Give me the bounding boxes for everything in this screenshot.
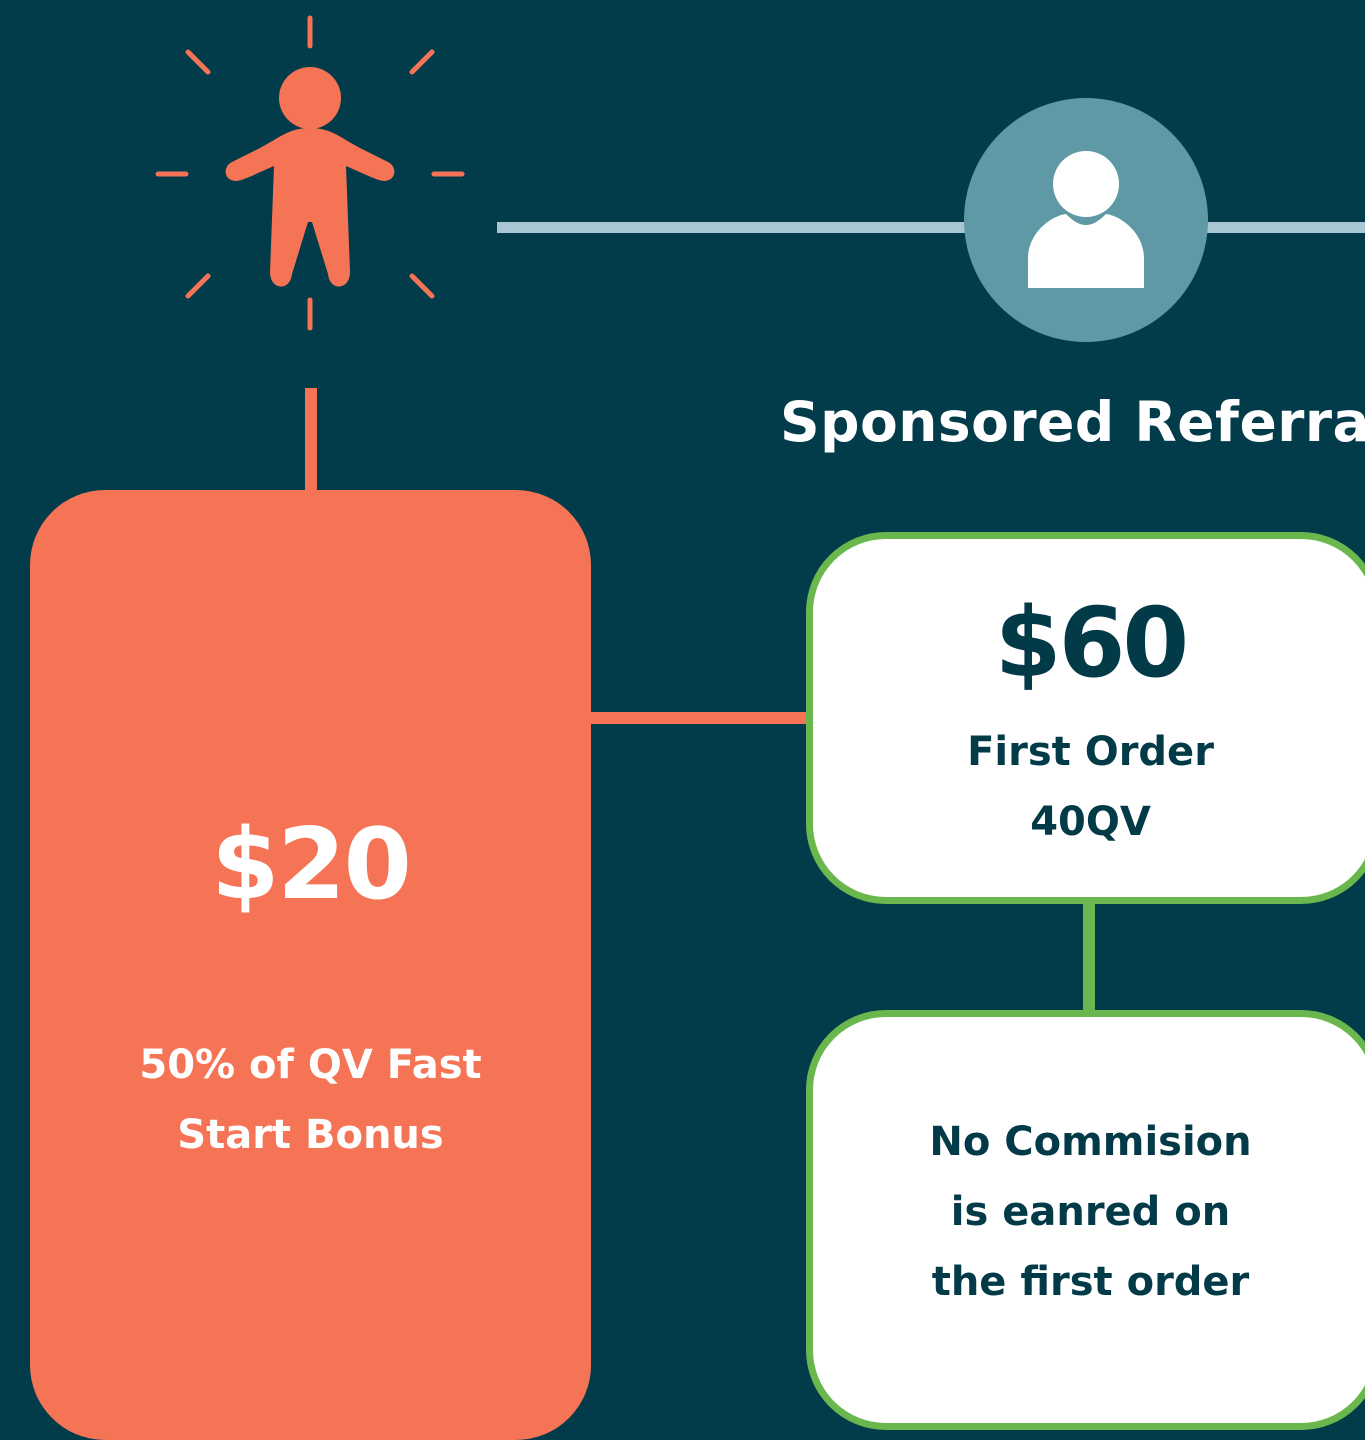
connector-line-you-to-bonus [305, 388, 317, 492]
commission-note-line: No Commision [929, 1119, 1252, 1165]
referral-title: Sponsored Referral [780, 390, 1365, 454]
connector-line-order-to-note [1083, 898, 1095, 1016]
commission-note: No Commision is eanred on the first orde… [813, 1107, 1365, 1317]
commission-note-line: the first order [931, 1259, 1250, 1305]
commission-note-card: No Commision is eanred on the first orde… [806, 1010, 1365, 1430]
connector-line-bonus-to-order [586, 712, 810, 724]
fast-start-description-line: 50% of QV Fast [139, 1042, 482, 1088]
first-order-card: $60 First Order 40QV [806, 532, 1365, 904]
connector-line-top [497, 222, 1365, 233]
fast-start-bonus-card: $20 50% of QV Fast Start Bonus [30, 490, 591, 1440]
commission-note-line: is eanred on [950, 1189, 1231, 1235]
fast-start-amount: $20 [211, 808, 412, 922]
user-avatar-icon [1028, 151, 1144, 288]
fast-start-description-line: Start Bonus [177, 1112, 444, 1158]
first-order-amount: $60 [994, 587, 1189, 699]
referral-avatar [964, 98, 1208, 342]
person-radiating-icon [150, 10, 470, 340]
first-order-label: First Order [967, 729, 1214, 775]
fast-start-description: 50% of QV Fast Start Bonus [90, 1030, 531, 1170]
first-order-qv: 40QV [1030, 799, 1151, 845]
